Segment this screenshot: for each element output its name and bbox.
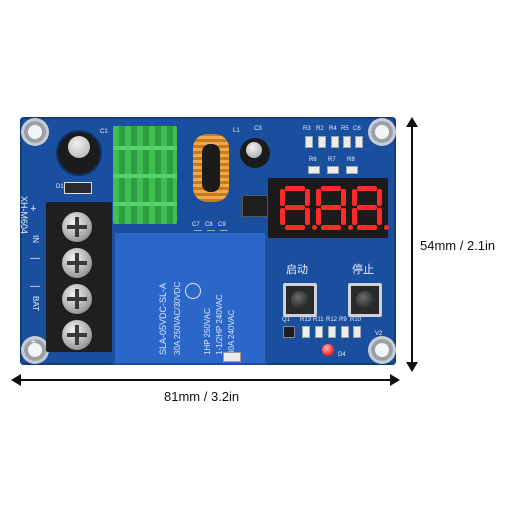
label-r8: R8 bbox=[347, 157, 355, 163]
smd-part bbox=[328, 326, 336, 338]
label-c7: C7 bbox=[192, 222, 200, 228]
terminal-label-bat-minus: — bbox=[30, 281, 40, 292]
smd-part bbox=[318, 136, 326, 148]
label-q1: Q1 bbox=[282, 317, 291, 323]
model-label: XH-M604 bbox=[19, 196, 29, 235]
start-button[interactable] bbox=[283, 283, 317, 317]
terminal-block bbox=[46, 202, 112, 352]
relay-rating-3: 1-1/2HP 240VAC bbox=[215, 294, 224, 355]
label-r7: R7 bbox=[328, 157, 336, 163]
transistor-q1 bbox=[283, 326, 295, 338]
arrow-up-icon bbox=[406, 117, 418, 127]
smd-part bbox=[341, 326, 349, 338]
screw-icon bbox=[62, 212, 92, 242]
label-d1: D1 bbox=[56, 184, 64, 190]
diode-d1 bbox=[64, 182, 92, 194]
label-r11: R11 bbox=[313, 317, 324, 323]
terminal-label-in-minus: — bbox=[30, 253, 40, 264]
label-r2: R2 bbox=[316, 126, 324, 132]
label-c1: C1 bbox=[100, 129, 108, 135]
height-dimension-line bbox=[411, 121, 413, 367]
label-c6: C6 bbox=[353, 126, 361, 132]
relay-rating-1: 30A 250VAC/30VDC bbox=[173, 281, 182, 355]
smd-part bbox=[305, 136, 313, 148]
smd-part bbox=[355, 136, 363, 148]
label-c8: C8 bbox=[205, 222, 213, 228]
label-r9: R9 bbox=[339, 317, 347, 323]
width-dimension-line bbox=[16, 379, 396, 381]
arrow-left-icon bbox=[11, 374, 21, 386]
relay: SLA-05VDC-SL-A 30A 250VAC/30VDC 1HP 250V… bbox=[113, 231, 267, 365]
screw-icon bbox=[62, 320, 92, 350]
led-icon bbox=[322, 344, 334, 356]
label-v2: V2 bbox=[375, 331, 383, 337]
label-l1: L1 bbox=[233, 128, 240, 134]
smd-part bbox=[308, 166, 320, 174]
mounting-hole-icon bbox=[371, 339, 393, 361]
smd-part bbox=[346, 166, 358, 174]
label-r4: R4 bbox=[329, 126, 337, 132]
display-digit bbox=[280, 186, 310, 230]
label-r13: R13 bbox=[300, 317, 312, 323]
terminal-label-bat-plus: + bbox=[30, 336, 37, 348]
capacitor-icon bbox=[58, 132, 100, 174]
display-digit bbox=[316, 186, 346, 230]
arrow-down-icon bbox=[406, 362, 418, 372]
ic-chip bbox=[242, 195, 268, 217]
mounting-hole-icon bbox=[371, 121, 393, 143]
label-c9: C9 bbox=[218, 222, 226, 228]
label-r6: R6 bbox=[309, 157, 317, 163]
relay-model: SLA-05VDC-SL-A bbox=[158, 282, 168, 355]
heatsink bbox=[113, 126, 177, 224]
label-d4: D4 bbox=[338, 352, 346, 358]
screw-icon bbox=[62, 284, 92, 314]
terminal-label-in-plus: + bbox=[30, 203, 37, 215]
smd-part bbox=[353, 326, 361, 338]
display-digit bbox=[352, 186, 382, 230]
smd-part bbox=[331, 136, 339, 148]
mounting-hole-icon bbox=[24, 121, 46, 143]
seven-segment-display bbox=[268, 178, 389, 238]
stop-button-label: 停止 bbox=[352, 264, 374, 276]
width-dimension-label: 81mm / 3.2in bbox=[164, 389, 240, 404]
relay-rating-2: 1HP 250VAC bbox=[203, 308, 212, 355]
terminal-label-in: IN bbox=[31, 235, 40, 243]
inductor-icon bbox=[193, 134, 229, 202]
arrow-right-icon bbox=[390, 374, 400, 386]
stop-button[interactable] bbox=[348, 283, 382, 317]
mounting-hole-icon bbox=[24, 339, 46, 361]
start-button-label: 启动 bbox=[286, 264, 308, 276]
label-r3: R3 bbox=[303, 126, 311, 132]
label-r10: R10 bbox=[350, 317, 362, 323]
relay-rating-4: 30A 240VAC bbox=[227, 309, 236, 355]
label-c3: C3 bbox=[254, 126, 262, 132]
ce-mark-icon bbox=[185, 283, 201, 299]
smd-part bbox=[223, 352, 241, 362]
label-r5: R5 bbox=[341, 126, 349, 132]
capacitor-icon bbox=[240, 138, 270, 168]
smd-part bbox=[315, 326, 323, 338]
label-r12: R12 bbox=[326, 317, 338, 323]
screw-icon bbox=[62, 248, 92, 278]
smd-part bbox=[302, 326, 310, 338]
smd-part bbox=[343, 136, 351, 148]
terminal-label-bat: BAT bbox=[31, 296, 40, 311]
smd-part bbox=[327, 166, 339, 174]
height-dimension-label: 54mm / 2.1in bbox=[420, 238, 496, 253]
